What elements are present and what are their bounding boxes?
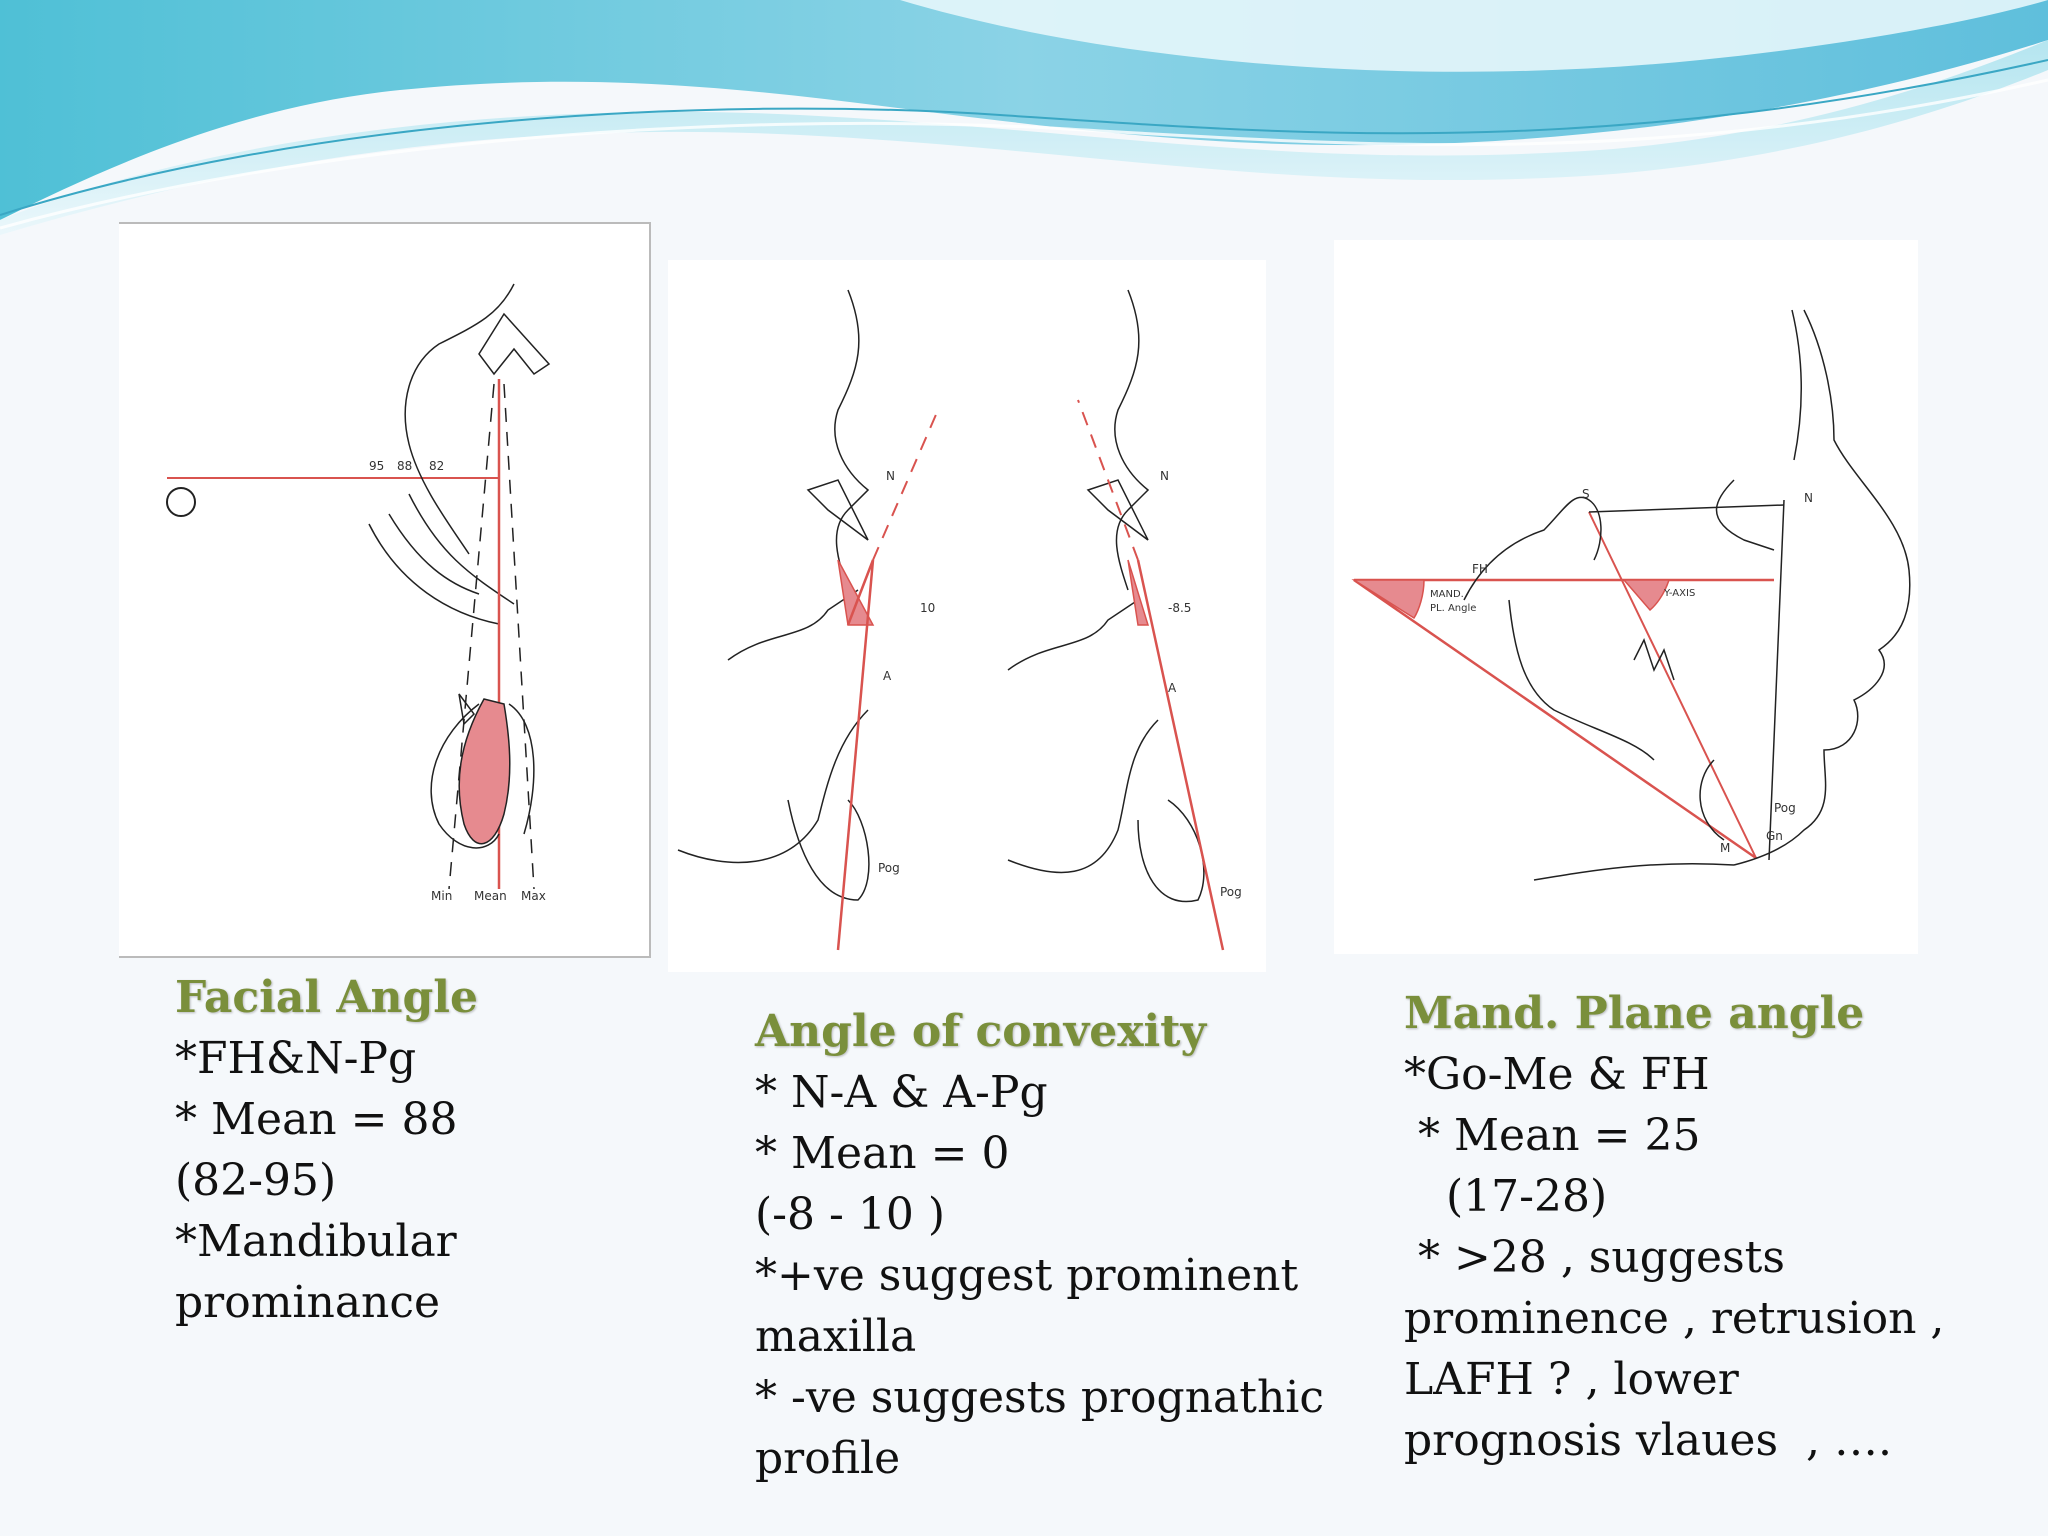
caption-line: prognosis vlaues , …. [1404,1415,1892,1466]
caption-line: * -ve suggests prognathic [755,1372,1325,1423]
wave-banner [0,0,2048,235]
convexity-figure: N A Pog 10 N A Pog -8.5 [668,260,1266,972]
caption-line: *+ve suggest prominent [755,1250,1299,1301]
angle-label-95: 95 [369,459,384,473]
mand-label-2: PL. Angle [1430,603,1476,614]
caption-line: * Mean = 88 [175,1094,458,1145]
convexity-title: Angle of convexity [755,1006,1207,1057]
caption-line: * Mean = 0 [755,1128,1010,1179]
angle-label-82: 82 [429,459,444,473]
m-label: M [1720,841,1730,855]
mean-label: Mean [474,889,507,903]
caption-line: * N-A & A-Pg [755,1067,1048,1118]
convexity-caption: Angle of convexity * N-A & A-Pg * Mean =… [755,1002,1324,1489]
mand-label-1: MAND. [1430,589,1464,600]
mandibular-plane-line [1353,578,1757,860]
caption-line: profile [755,1433,901,1484]
angle-label-88: 88 [397,459,412,473]
left-convexity-highlight [837,559,875,626]
y-axis-label: Y-AXIS [1663,588,1695,599]
caption-line: *FH&N-Pg [175,1033,417,1084]
max-label: Max [521,889,546,903]
caption-line: prominence , retrusion , [1404,1293,1945,1344]
left-value: 10 [920,601,935,615]
facial-angle-figure: 95 88 82 Min Mean Max [119,222,651,958]
right-point-a: A [1168,681,1177,695]
caption-line: LAFH ? , lower [1404,1354,1739,1405]
caption-line: (-8 - 10 ) [755,1189,946,1240]
caption-line: prominance [175,1277,441,1328]
facial-angle-caption: Facial Angle *FH&N-Pg * Mean = 88 (82-95… [175,968,478,1333]
caption-line: *Go-Me & FH [1404,1049,1710,1100]
right-value: -8.5 [1168,601,1191,615]
mand-plane-figure: FH MAND. PL. Angle Y-AXIS S N Pog Gn M [1334,240,1918,954]
left-point-pog: Pog [878,861,900,875]
right-convexity-highlight [1127,559,1150,626]
fh-label: FH [1472,562,1488,576]
caption-line: (82-95) [175,1155,337,1206]
facial-angle-title: Facial Angle [175,972,478,1023]
caption-line: maxilla [755,1311,917,1362]
mand-plane-title: Mand. Plane angle [1404,988,1865,1039]
n-label: N [1804,491,1813,505]
caption-line: * >28 , suggests [1404,1232,1785,1283]
pog-label: Pog [1774,801,1796,815]
right-point-n: N [1160,469,1169,483]
min-label: Min [431,889,452,903]
right-point-pog: Pog [1220,885,1242,899]
gn-label: Gn [1766,829,1783,843]
left-point-n: N [886,469,895,483]
mand-plane-caption: Mand. Plane angle *Go-Me & FH * Mean = 2… [1404,984,1944,1471]
left-point-a: A [883,669,892,683]
s-label: S [1582,487,1590,501]
caption-line: * Mean = 25 [1404,1110,1701,1161]
caption-line: *Mandibular [175,1216,457,1267]
caption-line: (17-28) [1404,1171,1608,1222]
